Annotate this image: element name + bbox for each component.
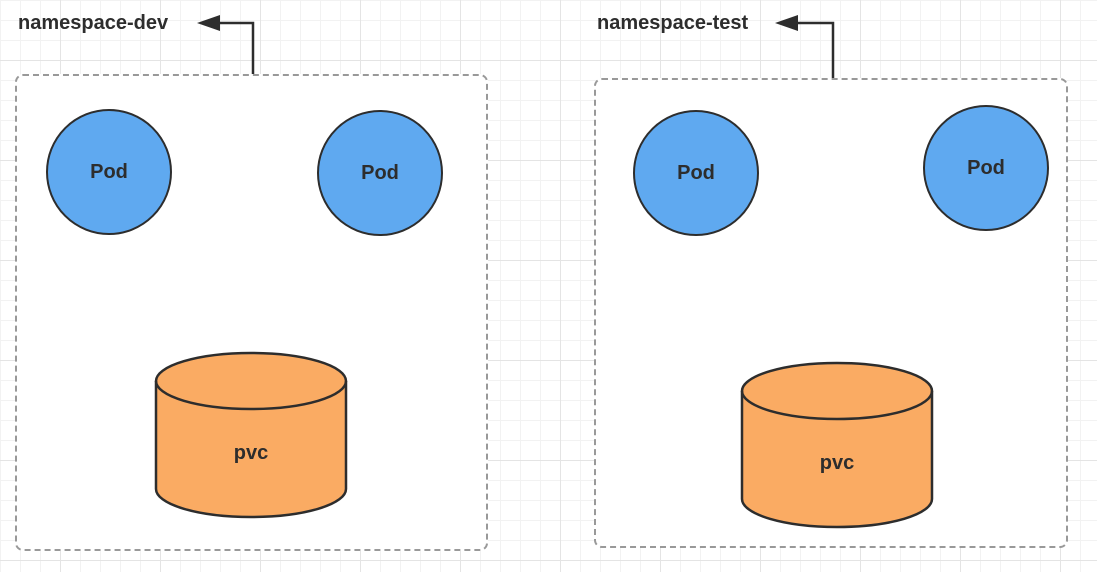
pvc-cylinder-node[interactable]: [738, 360, 936, 530]
pod-label: Pod: [90, 160, 128, 183]
pod-label: Pod: [361, 161, 399, 184]
pod-node[interactable]: Pod: [923, 105, 1049, 231]
pod-label: Pod: [967, 156, 1005, 179]
arrow-line: [219, 21, 255, 74]
namespace-test-label[interactable]: namespace-test: [597, 12, 749, 34]
pod-node[interactable]: Pod: [633, 110, 759, 236]
pod-label: Pod: [677, 161, 715, 184]
namespace-dev-label[interactable]: namespace-dev: [18, 12, 169, 34]
cylinder-body: [154, 351, 348, 519]
cylinder-rim: [154, 380, 348, 411]
cylinder-body: [740, 361, 934, 529]
pvc-label: pvc: [819, 452, 855, 474]
pvc-cylinder-node[interactable]: [152, 350, 350, 520]
pod-node[interactable]: Pod: [46, 109, 172, 235]
namespace-dev-arrow[interactable]: [190, 8, 260, 78]
arrowhead-icon: [197, 15, 220, 31]
pvc-label: pvc: [233, 442, 269, 464]
arrowhead-icon: [775, 15, 798, 31]
arrow-line: [796, 21, 835, 78]
namespace-test-arrow[interactable]: [768, 8, 836, 80]
pod-node[interactable]: Pod: [317, 110, 443, 236]
cylinder-rim: [740, 390, 934, 421]
